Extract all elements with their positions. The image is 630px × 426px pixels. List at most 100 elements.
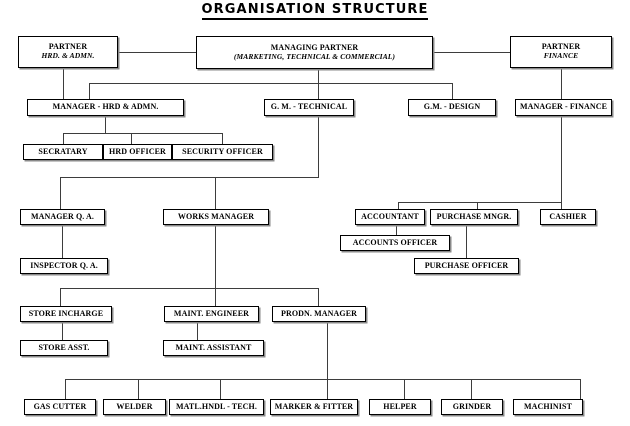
node-cashier-label: CASHIER bbox=[549, 211, 587, 221]
node-prodn-manager[interactable]: PRODN. MANAGER bbox=[272, 306, 366, 322]
node-gas-cutter[interactable]: GAS CUTTER bbox=[24, 399, 96, 415]
connector-bus-bottom-to-gas-cutter bbox=[65, 379, 66, 399]
node-inspector-qa-label: INSPECTOR Q. A. bbox=[30, 260, 98, 270]
node-manager-hrd[interactable]: MANAGER - HRD & ADMN. bbox=[27, 99, 184, 116]
node-partner-hrd[interactable]: PARTNER HRD. & ADMN. bbox=[18, 36, 118, 68]
node-gm-technical[interactable]: G. M. - TECHNICAL bbox=[264, 99, 354, 116]
node-secratary[interactable]: SECRATARY bbox=[23, 144, 103, 160]
bus-works-manager-children bbox=[60, 288, 319, 289]
connector-bus-bottom-to-grinder bbox=[471, 379, 472, 399]
connector-gm-technical-down bbox=[318, 116, 319, 177]
connector-bus2-to-gm-technical bbox=[318, 83, 319, 99]
node-maint-assistant-label: MAINT. ASSISTANT bbox=[175, 342, 252, 352]
node-cashier[interactable]: CASHIER bbox=[540, 209, 596, 225]
node-welder[interactable]: WELDER bbox=[103, 399, 166, 415]
node-partner-finance-line2: FINANCE bbox=[543, 51, 579, 61]
bus-bottom bbox=[65, 379, 580, 380]
node-inspector-qa[interactable]: INSPECTOR Q. A. bbox=[20, 258, 108, 274]
node-grinder[interactable]: GRINDER bbox=[441, 399, 503, 415]
node-manager-qa-label: MANAGER Q. A. bbox=[30, 211, 95, 221]
connector-purchase-mngr-to-purchase-officer bbox=[466, 223, 467, 258]
node-grinder-label: GRINDER bbox=[452, 401, 492, 411]
connector-partner-hrd-down bbox=[63, 68, 64, 99]
node-maint-assistant[interactable]: MAINT. ASSISTANT bbox=[163, 340, 264, 356]
bus-gm-technical-children bbox=[60, 177, 319, 178]
connector-bus-fin-to-cashier bbox=[561, 202, 562, 209]
node-accounts-officer[interactable]: ACCOUNTS OFFICER bbox=[340, 235, 450, 251]
bus-hrd-children bbox=[63, 133, 222, 134]
node-hrd-officer-label: HRD OFFICER bbox=[109, 146, 166, 156]
node-partner-hrd-line2: HRD. & ADMN. bbox=[41, 51, 95, 61]
node-manager-qa[interactable]: MANAGER Q. A. bbox=[20, 209, 105, 225]
bus-finance-children bbox=[398, 202, 562, 203]
connector-bus-hrd-to-secratary bbox=[63, 133, 64, 144]
connector-bus-gmt-to-works-manager bbox=[215, 177, 216, 209]
node-welder-label: WELDER bbox=[116, 401, 153, 411]
node-gm-design[interactable]: G.M. - DESIGN bbox=[408, 99, 496, 116]
node-store-asst-label: STORE ASST. bbox=[38, 342, 90, 352]
connector-bus2-to-manager-hrd bbox=[89, 83, 90, 99]
node-maint-engineer[interactable]: MAINT. ENGINEER bbox=[164, 306, 259, 322]
node-accountant[interactable]: ACCOUNTANT bbox=[355, 209, 425, 225]
node-works-manager-label: WORKS MANAGER bbox=[177, 211, 255, 221]
connector-partner-hrd-to-managing bbox=[118, 52, 196, 53]
connector-bus-bottom-to-marker-fitter bbox=[327, 379, 328, 399]
page-title: ORGANISATION STRUCTURE bbox=[0, 2, 630, 20]
node-matl-hndl-tech-label: MATL.HNDL - TECH. bbox=[176, 401, 257, 411]
node-hrd-officer[interactable]: HRD OFFICER bbox=[103, 144, 172, 160]
connector-manager-finance-down bbox=[561, 116, 562, 202]
node-marker-fitter[interactable]: MARKER & FITTER bbox=[270, 399, 358, 415]
bus-level2 bbox=[89, 83, 452, 84]
connector-bus-gmt-to-manager-qa bbox=[60, 177, 61, 209]
node-purchase-officer-label: PURCHASE OFFICER bbox=[424, 260, 509, 270]
node-security-officer-label: SECURITY OFFICER bbox=[182, 146, 263, 156]
connector-maint-engineer-to-maint-assistant bbox=[197, 321, 198, 340]
connector-managing-to-partner-finance bbox=[433, 52, 510, 53]
connector-bus-hrd-to-hrd-officer bbox=[131, 133, 132, 144]
node-purchase-mngr[interactable]: PURCHASE MNGR. bbox=[430, 209, 518, 225]
node-works-manager[interactable]: WORKS MANAGER bbox=[163, 209, 269, 225]
page-title-text: ORGANISATION STRUCTURE bbox=[201, 2, 429, 20]
node-store-incharge[interactable]: STORE INCHARGE bbox=[20, 306, 112, 322]
node-store-incharge-label: STORE INCHARGE bbox=[28, 308, 104, 318]
node-marker-fitter-label: MARKER & FITTER bbox=[274, 401, 354, 411]
connector-bus-wm-to-maint-engineer bbox=[215, 288, 216, 306]
node-secratary-label: SECRATARY bbox=[38, 146, 88, 156]
connector-bus-bottom-to-matl-hndl bbox=[220, 379, 221, 399]
node-accounts-officer-label: ACCOUNTS OFFICER bbox=[352, 237, 438, 247]
connector-prodn-manager-down bbox=[327, 321, 328, 379]
node-matl-hndl-tech[interactable]: MATL.HNDL - TECH. bbox=[169, 399, 264, 415]
node-gas-cutter-label: GAS CUTTER bbox=[33, 401, 87, 411]
node-helper-label: HELPER bbox=[383, 401, 417, 411]
connector-store-incharge-to-store-asst bbox=[62, 321, 63, 340]
connector-partner-finance-down bbox=[561, 68, 562, 99]
node-managing-partner-line2: (MARKETING, TECHNICAL & COMMERCIAL) bbox=[233, 51, 396, 61]
node-manager-finance[interactable]: MANAGER - FINANCE bbox=[515, 99, 612, 116]
node-partner-finance-line1: PARTNER bbox=[541, 42, 581, 52]
node-gm-technical-label: G. M. - TECHNICAL bbox=[270, 102, 348, 112]
connector-managing-partner-down bbox=[318, 69, 319, 83]
node-prodn-manager-label: PRODN. MANAGER bbox=[280, 308, 358, 318]
node-helper[interactable]: HELPER bbox=[369, 399, 431, 415]
connector-manager-hrd-down bbox=[105, 116, 106, 133]
node-store-asst[interactable]: STORE ASST. bbox=[20, 340, 108, 356]
connector-bus-wm-to-store-incharge bbox=[60, 288, 61, 306]
connector-bus-wm-to-prodn-manager bbox=[318, 288, 319, 306]
node-partner-hrd-line1: PARTNER bbox=[48, 42, 88, 52]
node-purchase-officer[interactable]: PURCHASE OFFICER bbox=[414, 258, 519, 274]
node-purchase-mngr-label: PURCHASE MNGR. bbox=[436, 211, 512, 221]
node-manager-finance-label: MANAGER - FINANCE bbox=[519, 102, 608, 112]
connector-bus-fin-to-accountant bbox=[398, 202, 399, 209]
node-managing-partner[interactable]: MANAGING PARTNER (MARKETING, TECHNICAL &… bbox=[196, 36, 433, 69]
connector-bus-bottom-to-welder bbox=[138, 379, 139, 399]
node-security-officer[interactable]: SECURITY OFFICER bbox=[172, 144, 273, 160]
connector-accountant-to-accounts-officer bbox=[396, 223, 397, 235]
node-machinist[interactable]: MACHINIST bbox=[513, 399, 583, 415]
connector-bus-hrd-to-security-officer bbox=[222, 133, 223, 144]
connector-bus-bottom-to-helper bbox=[404, 379, 405, 399]
connector-works-manager-down bbox=[215, 223, 216, 288]
node-maint-engineer-label: MAINT. ENGINEER bbox=[173, 308, 250, 318]
connector-bus-bottom-to-machinist bbox=[580, 379, 581, 399]
node-partner-finance[interactable]: PARTNER FINANCE bbox=[510, 36, 612, 68]
